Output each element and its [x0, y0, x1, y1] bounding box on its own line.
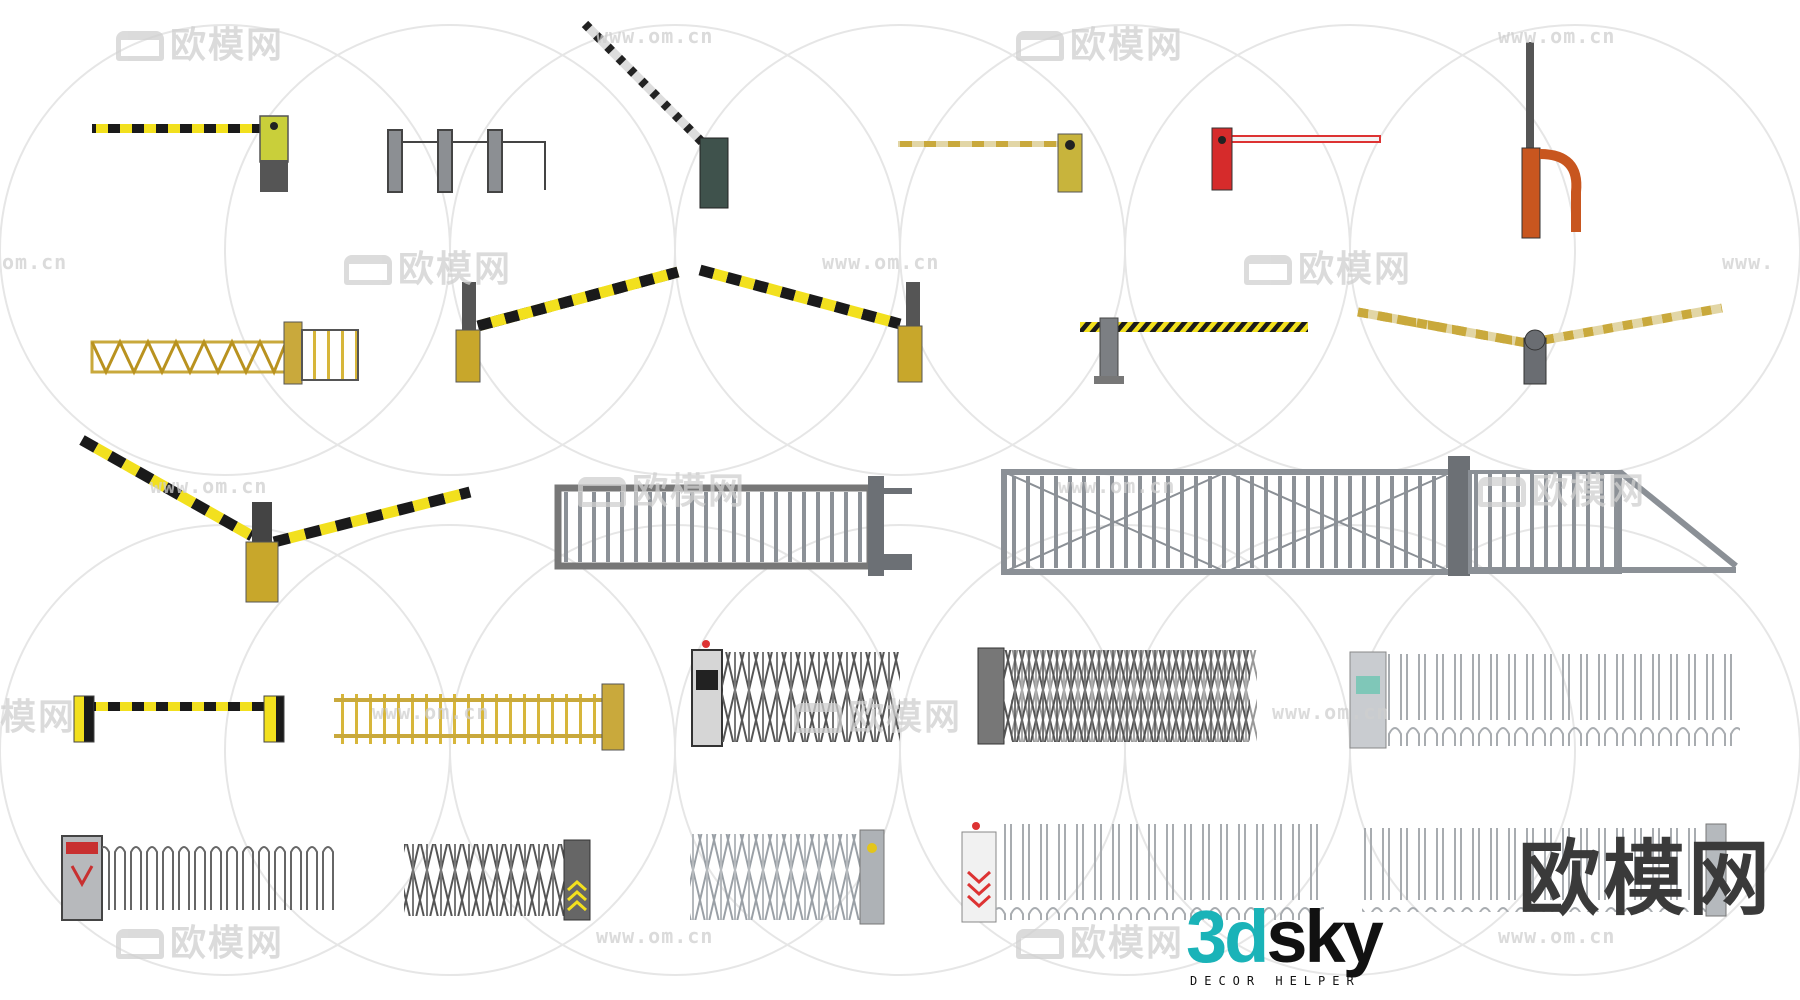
brand-watermark-large: 欧模网: [1518, 832, 1774, 927]
fence-barrier-gate-gold: [90, 321, 359, 385]
barrier-gate-yellow-straight: [92, 115, 289, 192]
retractable-gate-silver-arched: [1362, 823, 1727, 917]
barrier-gate-short-two-post: [73, 695, 285, 743]
logo-tagline: DECOR HELPER: [1190, 974, 1361, 988]
retractable-gate-red-cabinet: [61, 835, 338, 921]
cantilever-sliding-gate: [1001, 456, 1738, 576]
fence-barrier-gold-long: [334, 683, 625, 751]
sliding-gate-gray: [554, 476, 912, 576]
logo-name: sky: [1266, 895, 1383, 978]
logo-prefix: 3d: [1186, 895, 1269, 978]
retractable-gate-dark-1: [691, 640, 900, 747]
3dsky-logo: 3dsky DECOR HELPER: [1186, 900, 1416, 1000]
retractable-gate-white-red-chevron: [961, 822, 1324, 923]
barrier-gate-diagonal-stripe: [1080, 317, 1308, 384]
barrier-gate-v-arms: [79, 435, 472, 603]
barrier-gate-angled-right: [698, 264, 923, 383]
barrier-gate-tan-pole: [898, 133, 1083, 193]
barrier-gate-red-housing: [1211, 127, 1381, 191]
retractable-gate-silver: [1349, 651, 1740, 749]
barrier-gate-double-arm: [1357, 303, 1723, 385]
retractable-gate-light-scissor: [690, 829, 885, 925]
barrier-gate-vertical-orange: [1521, 42, 1582, 239]
barrier-gate-raised-striped: [581, 20, 729, 209]
retractable-gate-dark-2: [977, 647, 1257, 745]
retractable-gate-black-chevron: [404, 839, 591, 921]
barrier-gate-angled-left: [455, 266, 680, 383]
tripod-turnstile-row: [387, 129, 546, 193]
